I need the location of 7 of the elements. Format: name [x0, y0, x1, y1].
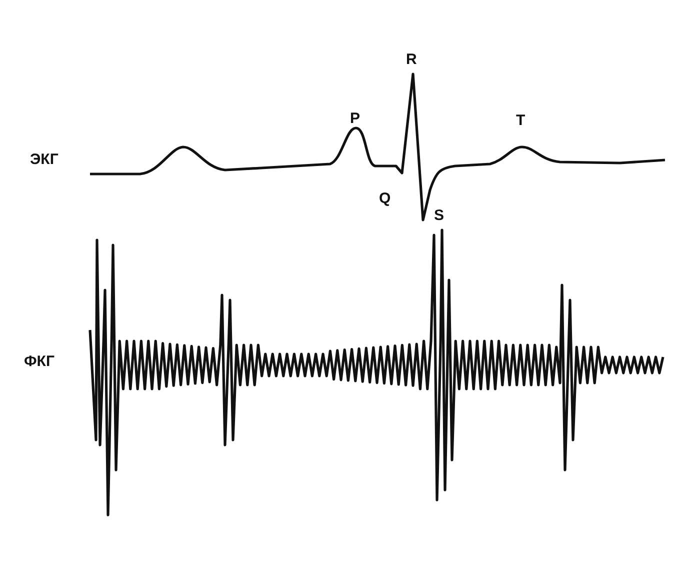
wave-label: ФКГ — [24, 354, 54, 369]
wave-label: Q — [379, 191, 391, 206]
wave-label: R — [406, 52, 417, 67]
wave-label: P — [350, 111, 360, 126]
wave-label: ЭКГ — [30, 152, 58, 167]
wave-label: S — [434, 208, 444, 223]
wave-label: T — [516, 113, 526, 128]
